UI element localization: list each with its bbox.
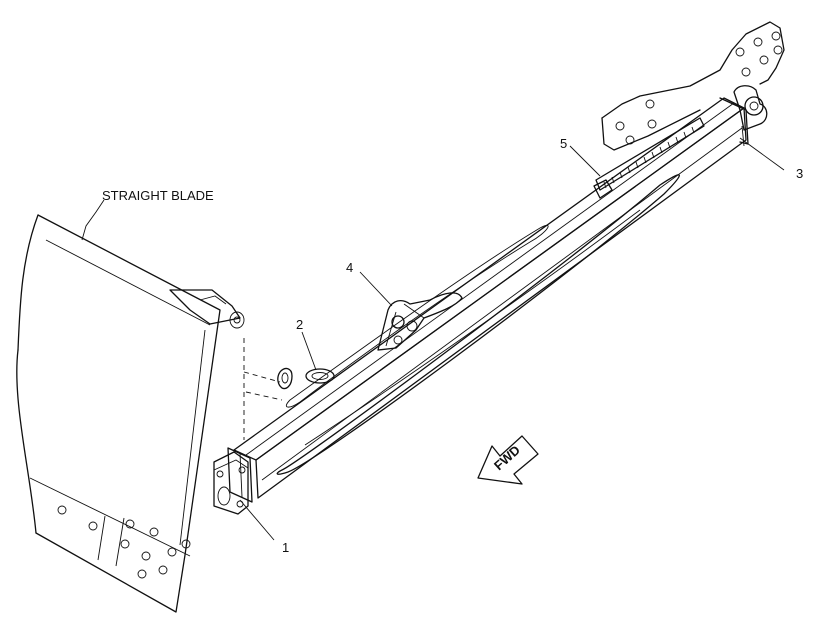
straight-blade-label: STRAIGHT BLADE xyxy=(102,188,214,203)
callout-2: 2 xyxy=(296,317,303,332)
straight-blade xyxy=(16,214,245,613)
callout-4: 4 xyxy=(346,260,353,275)
callout-1: 1 xyxy=(282,540,289,555)
forward-arrow: FWD xyxy=(477,435,539,485)
leader-lines xyxy=(81,137,785,541)
assembly-lines xyxy=(243,338,283,440)
blade-mount-bracket xyxy=(169,289,245,329)
rack-part-5 xyxy=(593,117,705,199)
tractor-frame-outline xyxy=(601,21,785,151)
push-beam xyxy=(227,97,749,503)
callout-3: 3 xyxy=(796,166,803,181)
end-cap-right xyxy=(733,85,768,147)
pin-part-2 xyxy=(277,367,335,390)
end-cap-left xyxy=(213,451,249,515)
blade-bolt-holes xyxy=(57,505,191,579)
callout-5: 5 xyxy=(560,136,567,151)
bracket-part-4 xyxy=(377,292,463,351)
